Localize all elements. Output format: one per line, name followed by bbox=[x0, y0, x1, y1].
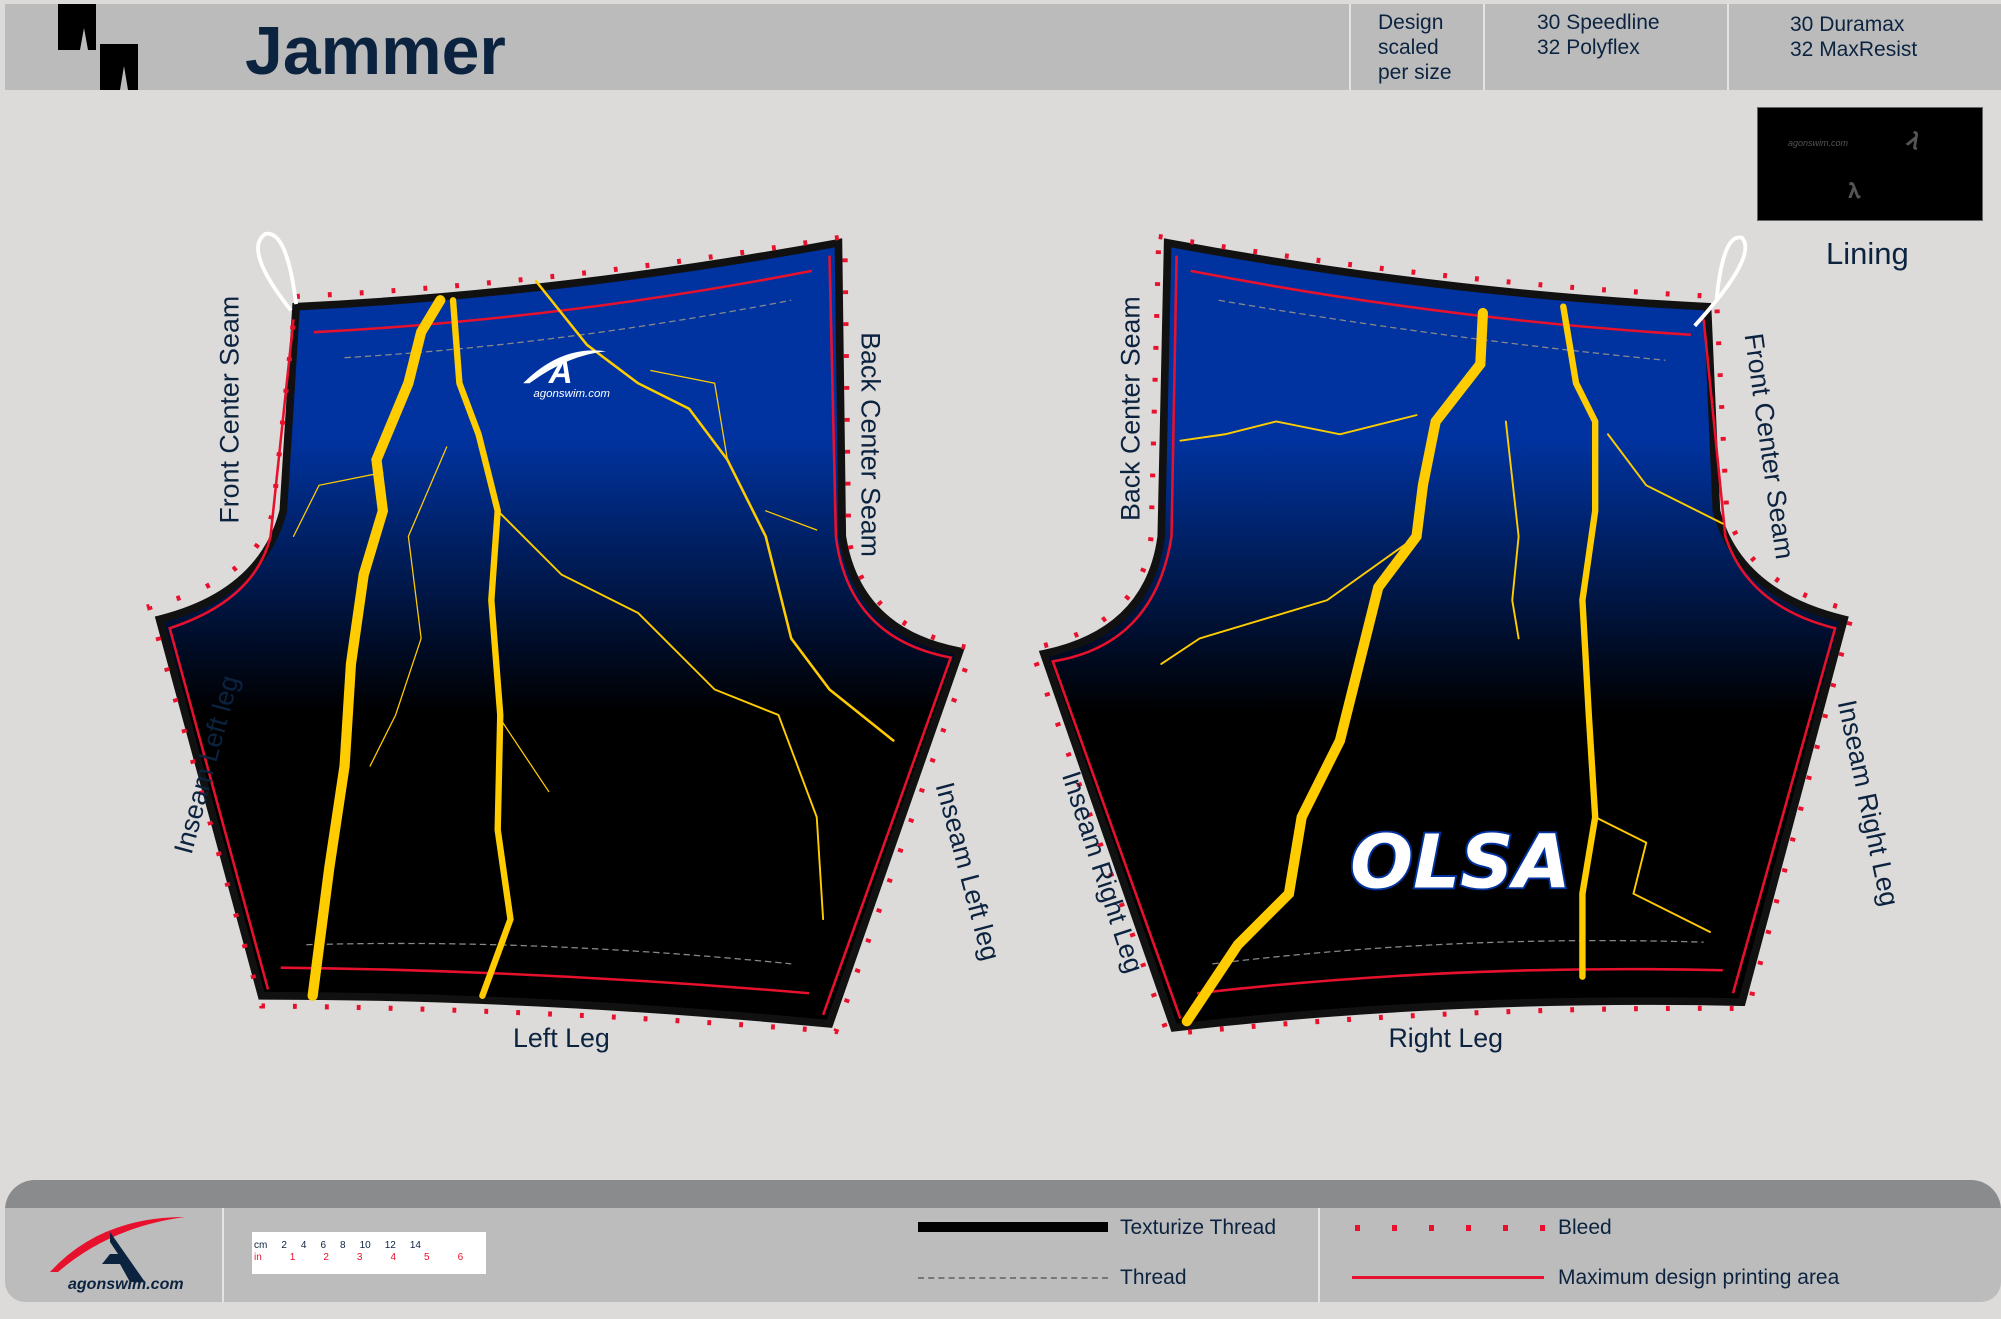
front-center-seam-label: Front Center Seam bbox=[1739, 331, 1800, 561]
agon-logo-icon: 𝛌 bbox=[1848, 178, 1861, 203]
team-name-text: OLSA bbox=[1350, 819, 1571, 905]
divider bbox=[1318, 1208, 1320, 1302]
print-area-line bbox=[1051, 255, 1837, 1020]
agon-logo: agonswim.com bbox=[40, 1212, 200, 1298]
legend-texturize-swatch bbox=[918, 1222, 1108, 1232]
logo-text: agonswim.com bbox=[68, 1276, 184, 1293]
inseam-right-label: Inseam Right Leg bbox=[1832, 697, 1905, 909]
divider bbox=[222, 1208, 224, 1302]
divider bbox=[1483, 4, 1485, 90]
legend-bleed-label: Bleed bbox=[1558, 1216, 1612, 1239]
legend-thread-swatch bbox=[918, 1277, 1108, 1279]
drawstring-loop-icon bbox=[256, 231, 298, 312]
logo-text: agonswim.com bbox=[533, 388, 610, 400]
agon-logo-icon: A agonswim.com bbox=[523, 350, 610, 400]
drawstring-loop-icon bbox=[1693, 235, 1748, 328]
legend-print-area-label: Maximum design printing area bbox=[1558, 1266, 1840, 1289]
left-leg-label: Left Leg bbox=[513, 1023, 610, 1053]
back-center-seam-label: Back Center Seam bbox=[1116, 296, 1146, 521]
legend-thread-label: Thread bbox=[1120, 1266, 1187, 1289]
agon-logo-icon bbox=[50, 1217, 185, 1282]
print-area-line bbox=[168, 255, 953, 1016]
front-center-seam-label: Front Center Seam bbox=[215, 296, 245, 524]
divider bbox=[1349, 4, 1351, 90]
lining-swatch: agonswim.com 𝛌 𝛌 bbox=[1757, 107, 1983, 221]
page-title: Jammer bbox=[245, 13, 506, 89]
lightning-graphic bbox=[1160, 303, 1724, 1027]
legend-print-area-swatch bbox=[1352, 1276, 1544, 1279]
bleed-line bbox=[146, 233, 976, 1035]
svg-text:A: A bbox=[548, 354, 573, 391]
thread-line bbox=[1212, 299, 1704, 965]
lining-label: Lining bbox=[1826, 236, 1909, 271]
thread-line bbox=[306, 299, 792, 965]
divider bbox=[1727, 4, 1729, 90]
inseam-left-label: Inseam Left leg bbox=[930, 779, 1006, 964]
legend-texturize-label: Texturize Thread bbox=[1120, 1216, 1277, 1239]
right-leg-shape bbox=[1038, 238, 1849, 1032]
jammer-icon bbox=[58, 4, 138, 90]
back-center-seam-label: Back Center Seam bbox=[855, 332, 885, 557]
left-leg-shape bbox=[154, 238, 965, 1028]
agon-logo-icon: agonswim.com bbox=[1788, 138, 1849, 148]
legend-bleed-swatch bbox=[1355, 1225, 1545, 1231]
right-leg-piece: OLSA Right Leg Back Center Seam Front Ce… bbox=[1027, 233, 1905, 1053]
lightning-graphic bbox=[292, 279, 895, 1001]
left-leg-piece: A agonswim.com Left Leg Front Center Sea… bbox=[146, 231, 1006, 1053]
right-leg-label: Right Leg bbox=[1388, 1023, 1503, 1053]
